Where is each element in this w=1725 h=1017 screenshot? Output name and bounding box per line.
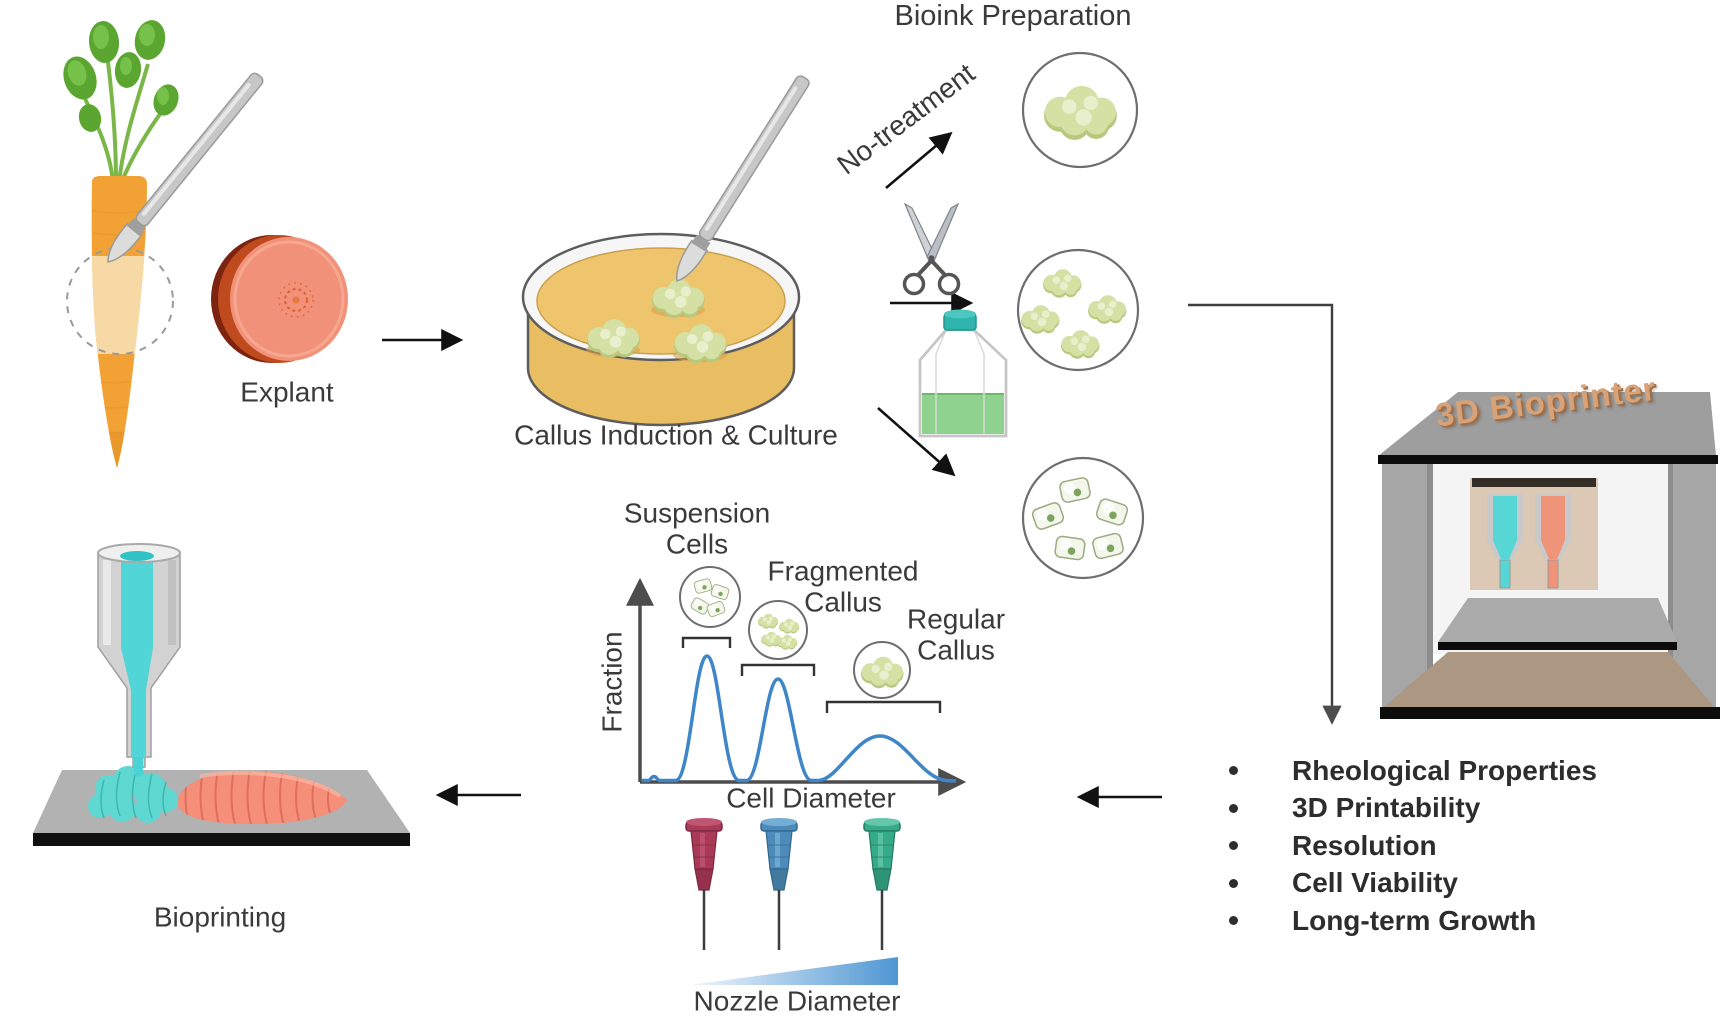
bioprinting-label: Bioprinting — [153, 901, 287, 933]
arrow-no-treatment — [885, 131, 953, 189]
list-item: 3D Printability — [1229, 790, 1597, 828]
carrot-illustration — [63, 20, 268, 468]
flow-arrows — [382, 131, 1342, 809]
bioprinting-illustration — [33, 543, 410, 846]
bullet-dot — [1229, 916, 1238, 926]
list-item: Rheological Properties — [1229, 752, 1597, 790]
distribution-curve — [642, 654, 957, 783]
chart-y-axis-label: Fraction — [596, 631, 628, 733]
scissors-icon — [902, 202, 961, 296]
bioink-circle-fragmented-callus — [1016, 248, 1140, 372]
nozzle-diameter-label: Nozzle Diameter — [693, 985, 901, 1017]
callus-clumps-on-agar — [586, 279, 727, 364]
bioprinter-illustration — [1378, 392, 1720, 719]
printer-syringe-cyan — [1487, 494, 1523, 589]
extruder-syringe — [97, 543, 181, 777]
needle-large-green-icon — [863, 818, 901, 950]
bioink-circle-regular-callus — [1021, 51, 1139, 169]
fragmented-callus-label: Fragmented Callus — [767, 555, 919, 618]
bullet-item-label: Cell Viability — [1292, 867, 1458, 899]
regular-callus-label: Regular Callus — [906, 603, 1006, 666]
evaluation-criteria-list: Rheological Properties 3D Printability R… — [1229, 752, 1597, 940]
printer-floor — [1384, 652, 1714, 707]
bullet-item-label: 3D Printability — [1292, 792, 1481, 824]
list-item: Cell Viability — [1229, 865, 1597, 903]
printer-roof — [1378, 392, 1716, 456]
range-brackets — [681, 636, 942, 713]
list-item: Resolution — [1229, 827, 1597, 865]
bullet-dot — [1229, 803, 1238, 813]
bullet-dot — [1229, 766, 1238, 776]
list-item: Long-term Growth — [1229, 902, 1597, 940]
bullet-item-label: Long-term Growth — [1292, 904, 1537, 936]
printer-syringe-salmon — [1535, 494, 1571, 589]
explant-core — [278, 282, 314, 318]
needle-small-red-icon — [685, 818, 723, 950]
legend-circle-regular-callus — [853, 641, 911, 699]
bullet-item-label: Rheological Properties — [1292, 754, 1597, 786]
arrow-flask-path — [877, 407, 956, 477]
legend-circle-fragmented-callus — [748, 600, 808, 660]
legend-circle-suspension-cells — [679, 566, 741, 628]
callus-induction-label: Callus Induction & Culture — [514, 419, 838, 451]
needle-medium-blue-icon — [760, 818, 798, 950]
carrot-leaves — [63, 20, 179, 185]
cell-size-distribution-chart — [626, 566, 967, 796]
bullet-item-label: Resolution — [1292, 829, 1437, 861]
chart-x-axis-label: Cell Diameter — [726, 782, 896, 814]
explant-slice — [211, 235, 348, 363]
culture-flask-icon — [918, 309, 1008, 438]
bullet-dot — [1229, 841, 1238, 851]
bioink-circle-suspension-cells — [1021, 456, 1145, 580]
nozzle-diameter-wedge — [690, 957, 898, 985]
bullet-dot — [1229, 878, 1238, 888]
suspension-cells-label: Suspension Cells — [623, 497, 771, 560]
bioink-preparation-title: Bioink Preparation — [894, 0, 1132, 32]
arrow-bioink-to-evaluation — [1188, 303, 1342, 725]
printer-bed — [1438, 598, 1677, 642]
petri-dish — [521, 72, 814, 427]
sampling-region-dashed-circle — [66, 247, 174, 355]
explant-label: Explant — [240, 376, 334, 408]
